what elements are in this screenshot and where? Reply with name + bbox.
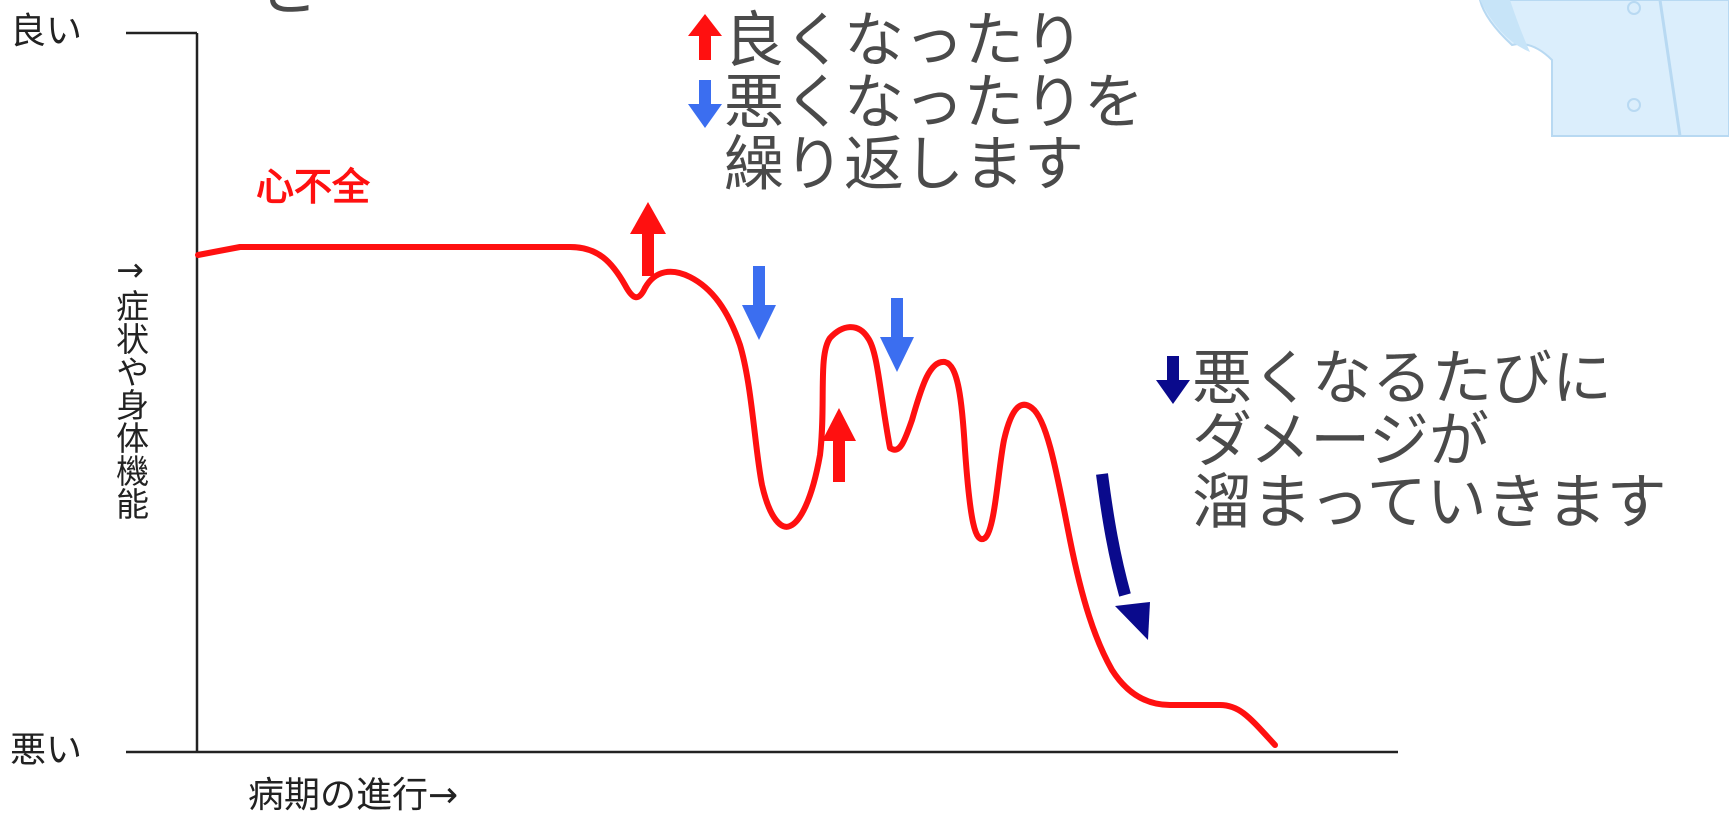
axis-bottom-label: 悪い (10, 730, 83, 771)
legend-right-line2: ダメージが (1192, 406, 1489, 476)
legend-right-line1: 悪くなるたびに (1192, 344, 1612, 414)
legend-row-down: 悪くなったりを (686, 72, 1144, 134)
axes (126, 31, 1398, 754)
down-arrow-icon (880, 298, 914, 372)
axis-top-label: 良い (10, 11, 83, 52)
button-icon (1627, 98, 1641, 112)
down-arrow-icon (686, 72, 724, 134)
legend-right-row3: 溜まっていきます (1154, 472, 1667, 534)
button-icon (1627, 1, 1641, 15)
down-arrow-icon (1154, 348, 1192, 410)
legend-right-row1: 悪くなるたびに (1154, 348, 1667, 410)
up-arrow-icon (822, 408, 856, 482)
legend-top-line3: 繰り返します (724, 130, 1084, 200)
legend-top-line2: 悪くなったりを (724, 68, 1144, 138)
heart-failure-curve (195, 244, 1278, 748)
doctor-illustration (1478, 0, 1729, 137)
legend-top-line1: 良くなったり (724, 6, 1084, 76)
series-label: 心不全 (256, 165, 371, 209)
legend-row-cont: 繰り返します (686, 134, 1144, 196)
up-arrow-icon (630, 202, 666, 276)
legend-right-row2: ダメージが (1154, 410, 1667, 472)
x-axis-label: 病期の進行→ (248, 775, 459, 816)
y-axis-label: →症状や身体機能 (110, 250, 150, 520)
down-arrow-icon (742, 266, 776, 340)
legend-right-line3: 溜まっていきます (1192, 468, 1667, 538)
legend-top: 良くなったり 悪くなったりを 繰り返します (686, 10, 1144, 196)
clipped-title: と (258, 0, 318, 20)
damage-arrow-icon (1096, 473, 1150, 640)
legend-row-up: 良くなったり (686, 10, 1144, 72)
legend-right: 悪くなるたびに ダメージが 溜まっていきます (1154, 348, 1667, 534)
up-arrow-icon (686, 10, 724, 72)
